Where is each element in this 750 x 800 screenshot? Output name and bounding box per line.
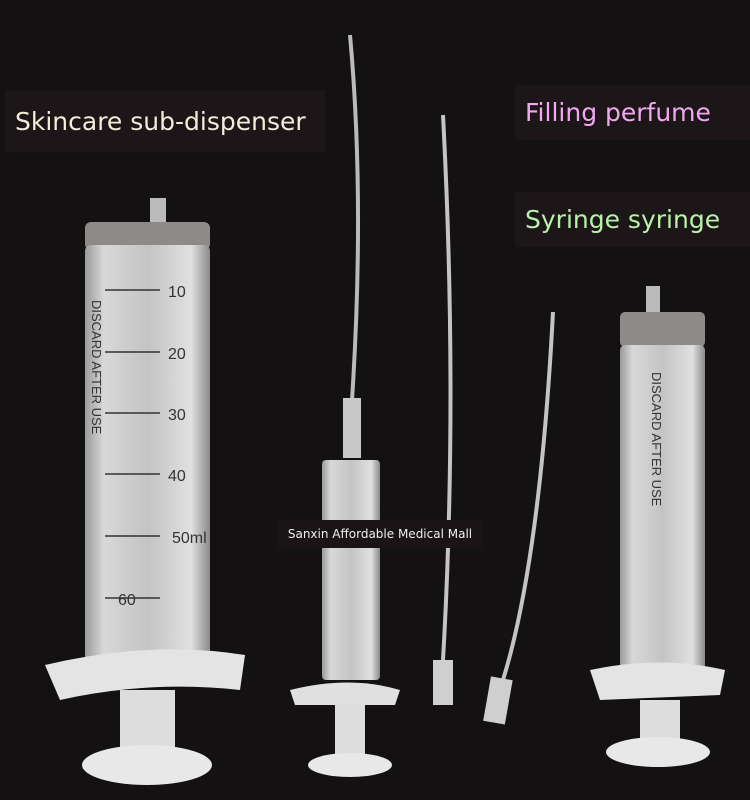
scale-30: 30 — [168, 407, 186, 424]
short-tube — [501, 311, 555, 681]
scale-50ml: 50ml — [172, 530, 207, 547]
discard-text: DISCARD AFTER USE — [649, 372, 664, 507]
medium-syringe: DISCARD AFTER USE — [590, 286, 725, 767]
syringe-label: Syringe syringe — [515, 192, 750, 247]
watermark: Sanxin Affordable Medical Mall — [278, 520, 482, 548]
skincare-label: Skincare sub-dispenser — [5, 90, 325, 152]
scale-20: 20 — [168, 346, 186, 363]
large-syringe: 10 20 30 40 50ml 60 DISCARD AFTER USE — [45, 198, 245, 785]
tube-connector — [483, 676, 513, 725]
filling-perfume-label: Filling perfume — [515, 85, 750, 140]
scale-40: 40 — [168, 468, 186, 485]
tube-connector — [433, 660, 453, 705]
scale-10: 10 — [168, 284, 186, 301]
discard-text: DISCARD AFTER USE — [89, 300, 104, 435]
long-tube — [441, 114, 453, 661]
small-syringe-with-tube — [290, 34, 400, 777]
scale-60: 60 — [118, 592, 136, 609]
